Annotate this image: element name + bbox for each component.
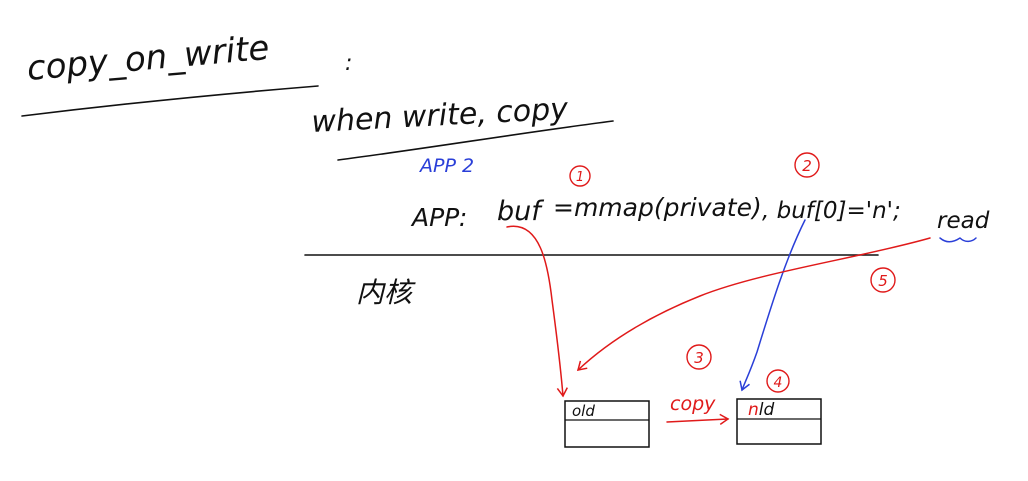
read-underline xyxy=(939,237,977,243)
old-page: old xyxy=(564,400,650,448)
title-colon: : xyxy=(345,51,352,76)
read-to-old-arrow xyxy=(576,237,931,371)
buf-assignment: , buf[0]='n'; xyxy=(762,198,901,224)
new-page: nld xyxy=(736,398,822,445)
mmap-call: =mmap(private) xyxy=(553,193,762,222)
new-page-text: nld xyxy=(748,400,775,420)
buf-variable: buf xyxy=(497,196,544,227)
step-marker-2: 2 xyxy=(794,152,820,178)
read-label: read xyxy=(937,208,990,234)
new-page-changed-char: n xyxy=(748,400,759,420)
new-page-rest: ld xyxy=(759,400,775,420)
title-underline xyxy=(21,85,319,117)
step-number: 1 xyxy=(576,170,584,185)
diagram-title: copy_on_write xyxy=(25,28,271,89)
step-marker-5: 5 xyxy=(870,267,896,293)
step-number: 5 xyxy=(878,272,888,290)
step-marker-1: 1 xyxy=(569,165,591,187)
step-number: 3 xyxy=(694,349,704,367)
step-number: 2 xyxy=(802,157,812,175)
write-to-new-arrow xyxy=(739,219,806,392)
app2-label: APP 2 xyxy=(418,155,474,177)
app-label: APP: xyxy=(410,203,467,232)
copy-arrow xyxy=(666,413,730,426)
step-number: 4 xyxy=(774,375,783,391)
subtitle-underline xyxy=(337,120,614,161)
copy-label: copy xyxy=(670,393,716,415)
kernel-label: 内核 xyxy=(356,276,416,309)
step-marker-3: 3 xyxy=(686,344,712,370)
old-page-text: old xyxy=(572,402,595,420)
step-marker-4: 4 xyxy=(766,369,790,393)
buf-to-old-arrow xyxy=(506,225,568,398)
